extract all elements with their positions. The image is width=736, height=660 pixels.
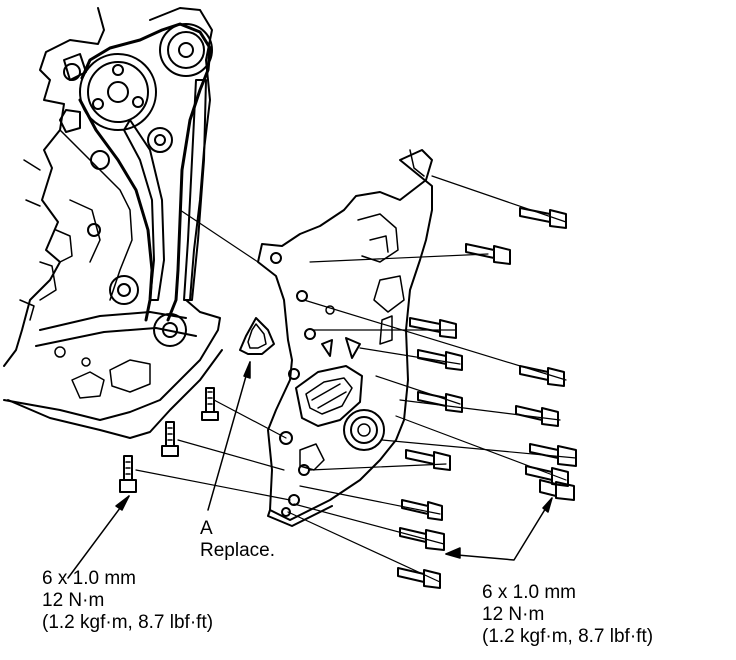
- oil-pump-housing: [109, 127, 173, 305]
- right-bolt-spec: 6 x 1.0 mm 12 N·m (1.2 kgf·m, 8.7 lbf·ft…: [482, 582, 653, 648]
- right-bolt-torque-alt: (1.2 kgf·m, 8.7 lbf·ft): [482, 626, 654, 647]
- bolt-block-1: [201, 387, 219, 421]
- gasket-letter: A: [200, 518, 213, 539]
- crank-sprocket: [153, 313, 187, 347]
- gasket-a: [239, 317, 275, 355]
- gasket-callout: A Replace.: [200, 518, 275, 562]
- right-bolt-torque-nm: 12 N·m: [482, 604, 545, 625]
- assembly-lines: [135, 175, 577, 583]
- bolt-block-2: [161, 421, 179, 457]
- left-bolt-size: 6 x 1.0 mm: [42, 568, 136, 589]
- cam-sprocket-right: [159, 23, 213, 77]
- bolt-block-3: [119, 455, 137, 493]
- cover-bolts-right: [397, 207, 577, 589]
- engine-block: [3, 7, 223, 439]
- right-bolt-size: 6 x 1.0 mm: [482, 582, 576, 603]
- left-bolt-torque-alt: (1.2 kgf·m, 8.7 lbf·ft): [42, 612, 214, 633]
- left-bolt-torque-nm: 12 N·m: [42, 590, 105, 611]
- pointer-arrows: [67, 361, 553, 579]
- gasket-note: Replace.: [200, 540, 275, 561]
- cam-sprocket-left: [79, 53, 157, 131]
- chain-guide: [123, 79, 207, 301]
- timing-chain-cover: [257, 149, 433, 527]
- left-bolt-spec: 6 x 1.0 mm 12 N·m (1.2 kgf·m, 8.7 lbf·ft…: [42, 568, 213, 634]
